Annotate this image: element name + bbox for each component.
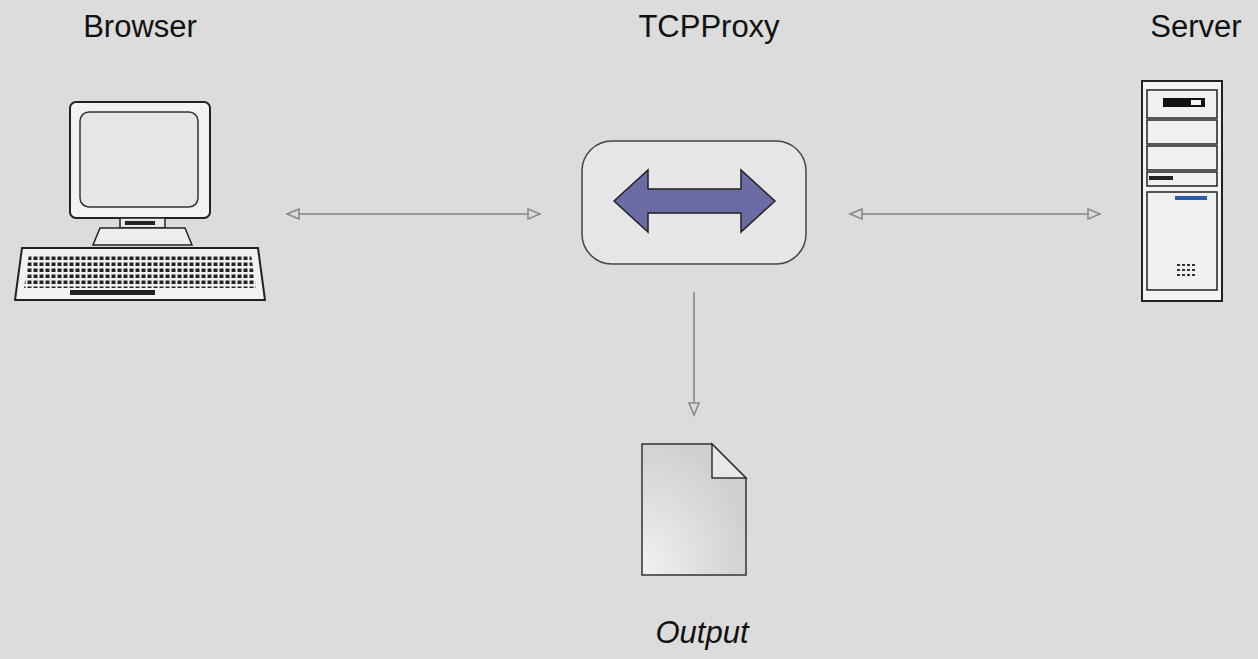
- connector-arrow: [693, 292, 695, 415]
- proxy-box-icon: [581, 140, 807, 265]
- node-title: Output: [655, 614, 748, 651]
- node-title: TCPProxy: [638, 8, 779, 45]
- server-tower-icon: [1141, 80, 1223, 303]
- browser-computer-icon: [15, 100, 270, 305]
- node-title: Browser: [83, 8, 197, 45]
- proxy-box: TCPProxy: [575, 8, 815, 268]
- browser-computer: Browser: [10, 8, 275, 305]
- output-document-icon: [640, 442, 748, 578]
- output-document: Output: [630, 440, 760, 656]
- connector-arrow: [850, 213, 1100, 215]
- connector-arrow: [287, 213, 540, 215]
- server-tower: Server: [1130, 8, 1252, 305]
- node-title: Server: [1150, 8, 1241, 45]
